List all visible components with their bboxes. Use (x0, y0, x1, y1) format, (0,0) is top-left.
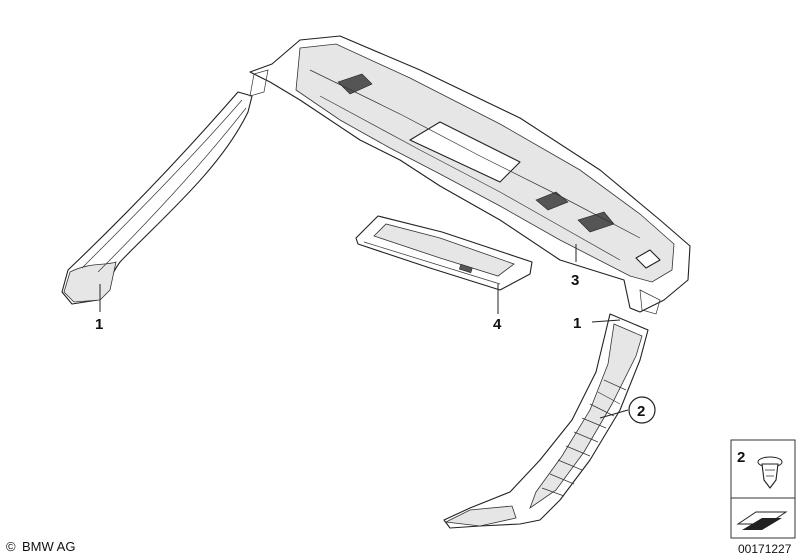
orientation-box (730, 497, 796, 539)
callout-2: 2 (637, 403, 645, 420)
legend-box: 2 (730, 439, 796, 499)
callout-1-right: 1 (573, 315, 581, 332)
callout-3: 3 (571, 272, 579, 289)
part-3-roof-header-panel[interactable] (249, 35, 691, 315)
diagram-id: 00171227 (738, 542, 792, 556)
callout-2-circle: 2 (628, 396, 656, 424)
legend-number: 2 (737, 449, 745, 466)
part-1-right-pillar-trim[interactable] (443, 313, 649, 529)
leader-lines (99, 244, 629, 419)
part-4-light-housing[interactable] (355, 215, 533, 291)
brand-label: BMW AG (22, 539, 75, 554)
part-1-left-pillar-trim[interactable] (61, 91, 253, 305)
callout-4: 4 (493, 316, 502, 333)
arrow-icon (736, 511, 788, 530)
copyright-symbol: © (6, 539, 16, 554)
clip-icon (757, 456, 783, 489)
callout-1-left: 1 (95, 316, 103, 333)
